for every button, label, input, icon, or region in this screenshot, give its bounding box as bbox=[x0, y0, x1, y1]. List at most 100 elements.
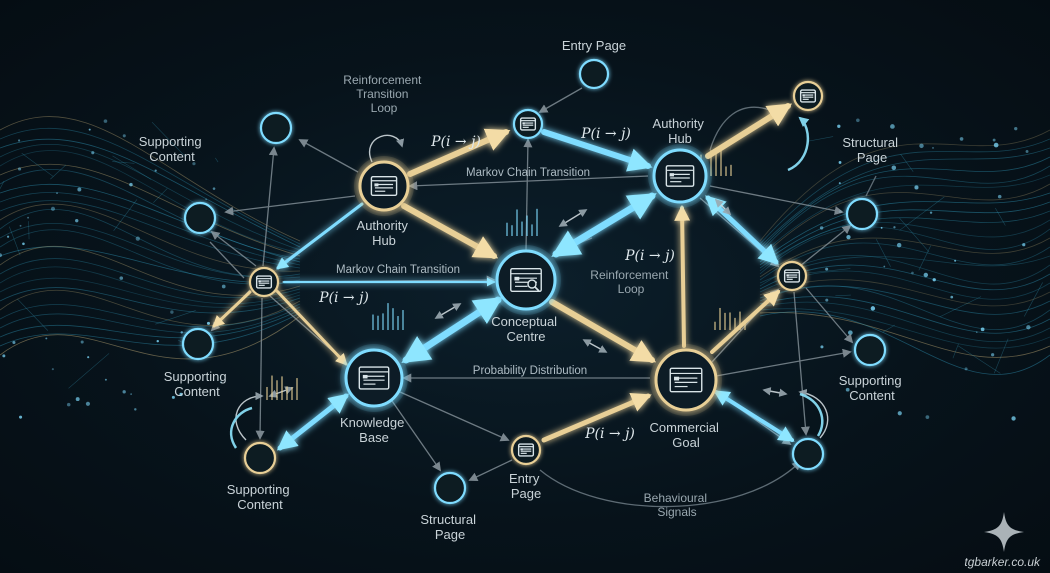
stream-particle bbox=[119, 276, 124, 280]
stream-particle bbox=[838, 161, 842, 164]
edge-entry-top-to-entry-small bbox=[538, 87, 583, 113]
edge-hub-left-to-supporting-mid bbox=[224, 195, 356, 216]
stream-line-right bbox=[759, 312, 1050, 358]
stream-particle bbox=[91, 151, 95, 155]
edge-knowledge-to-structural-bottom bbox=[389, 397, 442, 472]
node-supporting-mid-left[interactable] bbox=[181, 327, 215, 361]
label-supporting-content-right: Supporting Content bbox=[839, 373, 906, 403]
prob-label-left: P(i → j) bbox=[318, 290, 369, 306]
stream-line-left bbox=[0, 315, 301, 360]
stream-particle bbox=[180, 331, 183, 334]
stream-line-right bbox=[759, 242, 1050, 281]
stream-line-left bbox=[0, 306, 301, 334]
stream-line-left bbox=[0, 169, 301, 260]
stream-line-left bbox=[0, 309, 301, 339]
signal-bars bbox=[266, 150, 746, 400]
stream-line-right bbox=[759, 192, 1050, 263]
stream-particle bbox=[932, 278, 936, 282]
prob-label-top-left: P(i → j) bbox=[430, 134, 481, 150]
signal-bar bbox=[521, 221, 523, 236]
stream-line-left bbox=[0, 150, 301, 254]
stream-particle bbox=[964, 367, 968, 371]
stream-line-right bbox=[759, 147, 1050, 248]
signal-bar bbox=[724, 312, 726, 330]
document-icon bbox=[783, 269, 801, 283]
stream-particle bbox=[893, 226, 896, 229]
stream-particle bbox=[1025, 150, 1029, 153]
node-authority-hub-right[interactable] bbox=[648, 144, 712, 208]
edge-small-right-to-supporting-right bbox=[805, 287, 854, 344]
stream-line-left bbox=[0, 229, 301, 285]
stream-mesh-line bbox=[835, 294, 851, 297]
stream-particle bbox=[1014, 127, 1018, 131]
stream-line-left bbox=[0, 128, 301, 245]
edge-behavioural-signals bbox=[539, 460, 802, 508]
dbl-arrow-4 bbox=[714, 198, 732, 216]
node-authority-hub-left[interactable] bbox=[354, 156, 414, 216]
signal-bar bbox=[377, 315, 379, 330]
stream-particle bbox=[75, 218, 79, 223]
stream-line-right bbox=[759, 285, 1050, 330]
stream-line-left bbox=[0, 138, 301, 248]
stream-mesh-line bbox=[155, 310, 196, 325]
node-supporting-bottom-left[interactable] bbox=[243, 441, 277, 475]
stream-mesh-line bbox=[882, 324, 895, 333]
stream-line-right bbox=[759, 308, 1050, 349]
node-structural-bottom[interactable] bbox=[433, 471, 467, 505]
arrow-hub-left-to-small-left bbox=[276, 202, 364, 270]
stream-line-right bbox=[759, 255, 1050, 287]
node-bottom-right-node[interactable] bbox=[791, 437, 825, 471]
label-knowledge-base: Knowledge Base bbox=[340, 415, 408, 445]
node-commercial-goal[interactable] bbox=[650, 344, 722, 416]
loop-bottom-left-glow bbox=[229, 406, 253, 449]
document-icon bbox=[517, 443, 535, 457]
stream-particle bbox=[911, 271, 914, 275]
stream-particle bbox=[845, 387, 850, 392]
node-small-right-node[interactable] bbox=[776, 260, 808, 292]
label-entry-page-bottom: Entry Page bbox=[509, 471, 543, 501]
label-structural-page-right: Structural Page bbox=[842, 135, 901, 165]
node-gold-top-right[interactable] bbox=[792, 80, 824, 112]
arrow-centre-to-goal bbox=[549, 299, 657, 363]
signal-bar bbox=[734, 317, 736, 330]
node-entry-page-top[interactable] bbox=[578, 58, 610, 90]
stream-particle bbox=[870, 306, 876, 311]
node-structural-right[interactable] bbox=[845, 197, 879, 231]
arrow-small-left-to-supporting-mid-left bbox=[212, 290, 252, 328]
stream-particle bbox=[897, 411, 902, 416]
stream-particle bbox=[929, 211, 933, 214]
stream-particle bbox=[85, 401, 91, 406]
stream-particle bbox=[88, 128, 91, 131]
stream-mesh-line bbox=[112, 161, 135, 164]
stream-particle bbox=[993, 142, 999, 148]
node-knowledge-base[interactable] bbox=[340, 344, 408, 412]
signal-bar bbox=[729, 312, 731, 330]
stream-particle bbox=[50, 206, 56, 211]
stream-mesh-line bbox=[939, 296, 982, 317]
document-icon bbox=[799, 89, 817, 103]
document-icon bbox=[370, 175, 398, 197]
signal-bar bbox=[266, 386, 268, 400]
stream-line-left bbox=[0, 192, 301, 266]
node-conceptual-centre[interactable] bbox=[491, 245, 561, 315]
node-entry-small-top[interactable] bbox=[512, 108, 544, 140]
node-supporting-mid-left-upper[interactable] bbox=[183, 201, 217, 235]
node-small-left-node[interactable] bbox=[248, 266, 280, 298]
node-supporting-top-left[interactable] bbox=[259, 111, 293, 145]
node-entry-page-bottom-node[interactable] bbox=[510, 434, 542, 466]
signal-bar bbox=[506, 222, 508, 236]
stream-particle bbox=[950, 295, 954, 299]
stream-line-left bbox=[0, 222, 301, 279]
stream-particle bbox=[19, 415, 23, 419]
signal-bar bbox=[730, 164, 732, 176]
document-icon bbox=[519, 117, 537, 131]
stream-mesh-line bbox=[9, 226, 21, 256]
stream-particle bbox=[212, 187, 216, 190]
stream-line-right bbox=[759, 201, 1050, 266]
stream-mesh-line bbox=[808, 136, 834, 142]
arrow-hub-right-to-gold-top bbox=[705, 103, 793, 159]
signal-bar bbox=[710, 150, 712, 176]
node-supporting-right[interactable] bbox=[853, 333, 887, 367]
label-conceptual-centre: Conceptual Centre bbox=[491, 314, 560, 344]
